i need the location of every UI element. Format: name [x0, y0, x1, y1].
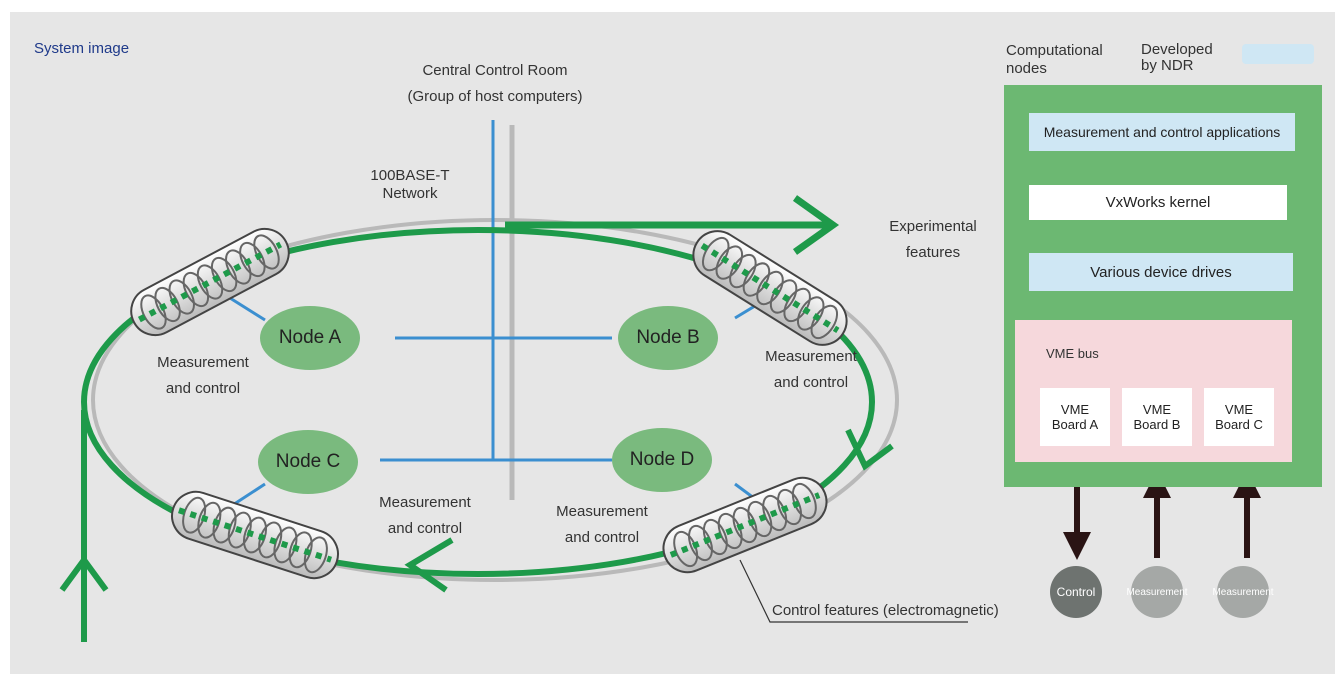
measurement-label-b-line1: Measurement: [765, 348, 857, 365]
legend-computational-line2: nodes: [1006, 60, 1047, 77]
legend-ndr-line2: by NDR: [1141, 57, 1194, 74]
measurement-label-a-line1: Measurement: [157, 354, 249, 371]
measurement-label-d-line2: and control: [564, 529, 640, 546]
control-room-label: Central Control Room (Group of host comp…: [385, 62, 605, 106]
legend-computational-line1: Computational: [1006, 42, 1103, 59]
diagram-title: System image: [34, 40, 130, 57]
network-label: 100BASE-T Network: [350, 167, 470, 203]
ring-direction-right: [845, 428, 894, 471]
extraction-arrowhead: [792, 195, 840, 255]
measurement-label-d: Measurement and control: [537, 499, 667, 551]
control-features-callout: [739, 559, 968, 623]
magnet-top-left: [130, 227, 290, 337]
vme-bus-label: VME bus: [1046, 346, 1099, 361]
ring-shadow: [91, 218, 899, 582]
legend-ndr-line1: Developed: [1141, 41, 1213, 58]
control-features-label: Control features (electromagnetic): [772, 602, 999, 619]
injection-arrowhead: [59, 554, 109, 592]
layer-drivers: Various device drives: [1029, 253, 1293, 291]
layer-kernel: VxWorks kernel: [1029, 185, 1287, 220]
experimental-line2: features: [905, 244, 961, 261]
node-d: Node D: [612, 428, 712, 492]
measurement-label-a: Measurement and control: [138, 350, 268, 402]
magnet-bottom-right: [662, 476, 828, 574]
magnet-top-right: [692, 230, 848, 346]
magnet-bottom-left: [171, 490, 339, 580]
measurement-label-c-line2: and control: [387, 520, 463, 537]
vme-board-c-line1: VME: [1224, 402, 1254, 417]
vme-board-c: VME Board C: [1204, 388, 1274, 446]
legend-ndr: Developed by NDR: [1141, 42, 1213, 74]
measurement-label-d-line1: Measurement: [556, 503, 648, 520]
node-b: Node B: [618, 306, 718, 370]
legend-ndr-swatch: [1242, 44, 1314, 64]
measurement-label-c-line1: Measurement: [379, 494, 471, 511]
vme-board-b-line2: Board B: [1133, 417, 1181, 432]
node-c: Node C: [258, 430, 358, 494]
vme-board-a: VME Board A: [1040, 388, 1110, 446]
control-room-line1: Central Control Room: [422, 62, 568, 79]
measurement-label-c: Measurement and control: [360, 490, 490, 542]
network-line2: Network: [382, 185, 438, 202]
vme-board-c-line2: Board C: [1215, 417, 1263, 432]
network-line1: 100BASE-T: [370, 167, 450, 184]
measurement-device-b: Measurement: [1126, 566, 1188, 618]
ring-direction-bottom: [404, 537, 454, 593]
vme-board-b: VME Board B: [1122, 388, 1192, 446]
measurement-device-c: Measurement: [1212, 566, 1274, 618]
layer-applications: Measurement and control applications: [1029, 113, 1295, 151]
legend-computational: Computational nodes: [1006, 42, 1103, 78]
measurement-label-b-line2: and control: [773, 374, 849, 391]
control-room-line2: (Group of host computers): [407, 88, 583, 105]
node-a: Node A: [260, 306, 360, 370]
vme-board-a-line1: VME: [1060, 402, 1090, 417]
vme-board-b-line1: VME: [1142, 402, 1172, 417]
control-device: Control: [1050, 566, 1102, 618]
vme-board-a-line2: Board A: [1051, 417, 1099, 432]
measurement-label-a-line2: and control: [165, 380, 241, 397]
measurement-label-b: Measurement and control: [746, 344, 876, 396]
beam-ring: [81, 227, 875, 577]
experimental-line1: Experimental: [889, 218, 977, 235]
experimental-label: Experimental features: [868, 214, 998, 266]
